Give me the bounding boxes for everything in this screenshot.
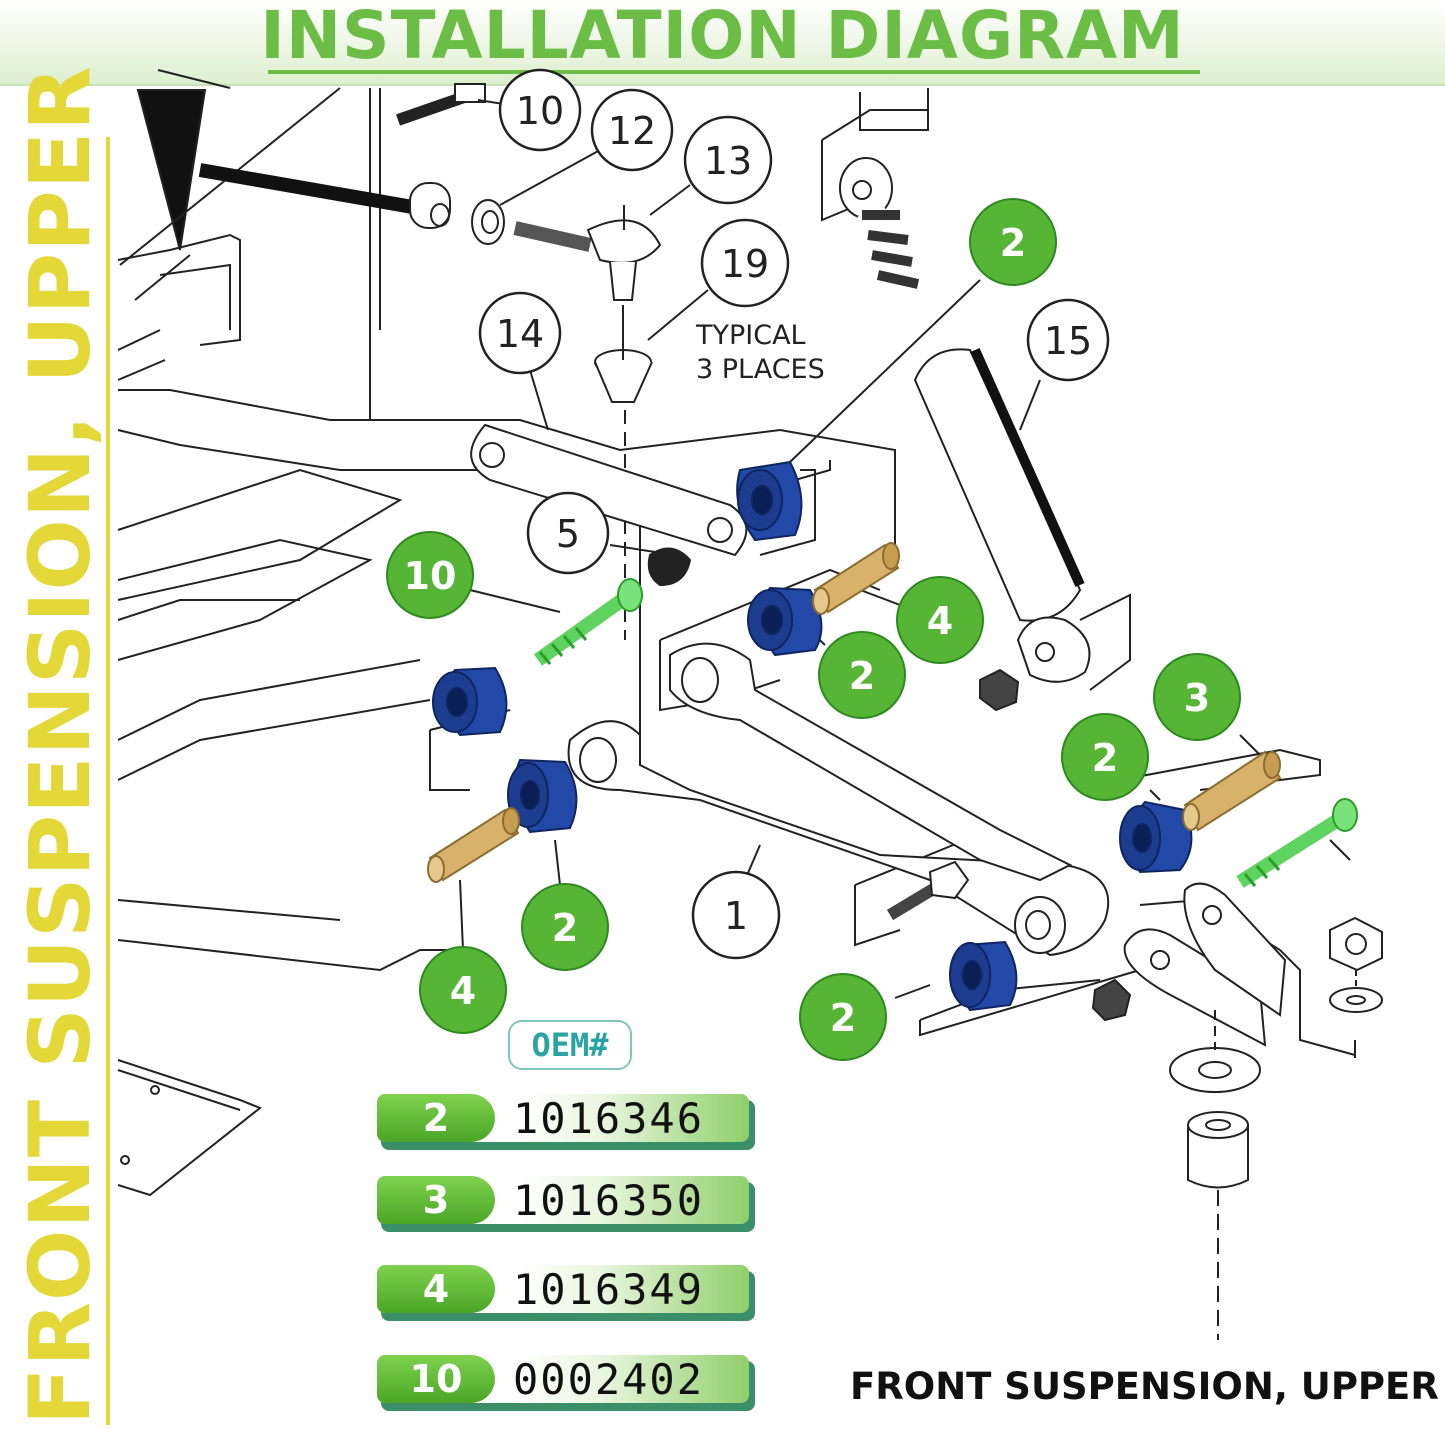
- green-callout-4-a-label: 4: [927, 599, 953, 643]
- callout-10-label: 10: [516, 89, 564, 133]
- green-callout-2-a: [969, 198, 1057, 286]
- page-title: INSTALLATION DIAGRAM: [260, 0, 1185, 74]
- sleeve-right: [1182, 750, 1282, 832]
- green-callout-10: [386, 531, 474, 619]
- bushing-top: [736, 460, 803, 542]
- sleeve-left: [427, 807, 520, 883]
- part-callouts: [386, 198, 1241, 1061]
- green-callout-3-label: 3: [1184, 676, 1210, 720]
- tie-rod-assembly: [198, 83, 662, 640]
- callout-1: [691, 870, 781, 960]
- side-title-rule: [106, 137, 110, 1425]
- oem-row-code: 1016349: [513, 1265, 705, 1314]
- title-underline: [268, 70, 1200, 74]
- header-banner: INSTALLATION DIAGRAM: [0, 0, 1445, 86]
- callout-1-label: 1: [724, 894, 748, 938]
- bushing-left-upper: [432, 666, 508, 737]
- bolt-left: [533, 578, 643, 666]
- green-callout-2-e-label: 2: [830, 996, 856, 1040]
- oem-row-number: 4: [377, 1265, 495, 1313]
- bolt-right: [1236, 798, 1358, 888]
- callout-12-label: 12: [608, 109, 656, 153]
- callout-14: [478, 291, 562, 375]
- oem-row: 4 1016349: [377, 1265, 755, 1321]
- sleeve-top: [812, 542, 900, 615]
- callout-12: [590, 88, 674, 172]
- green-callout-2-a-label: 2: [1000, 221, 1026, 265]
- bushing-right-lower: [949, 940, 1018, 1012]
- bushing-parts: [432, 460, 1193, 1012]
- oem-row-number: 2: [377, 1094, 495, 1142]
- green-callout-2-e: [799, 973, 887, 1061]
- green-callout-4-b-label: 4: [450, 969, 476, 1013]
- diagram-caption: FRONT SUSPENSION, UPPER: [850, 1365, 1439, 1408]
- green-callout-2-d-label: 2: [552, 906, 578, 950]
- green-callout-2-b-label: 2: [849, 654, 875, 698]
- bushing-mid: [747, 586, 823, 657]
- green-callout-2-d: [521, 883, 609, 971]
- shock-absorber: [839, 157, 1091, 712]
- oem-row-number: 3: [377, 1176, 495, 1224]
- link-plate: [470, 423, 748, 587]
- bolt-parts: [533, 578, 1358, 888]
- mount-bracket: [1091, 882, 1383, 1340]
- oem-row-code: 1016346: [513, 1094, 705, 1143]
- green-callout-2-b: [818, 631, 906, 719]
- callout-14-label: 14: [496, 312, 544, 356]
- oem-row-number: 10: [377, 1355, 495, 1403]
- callout-5-label: 5: [556, 512, 580, 556]
- oem-label: OEM#: [508, 1020, 632, 1070]
- note-line-2: 3 PLACES: [696, 354, 825, 385]
- oem-row-code: 0002402: [513, 1355, 705, 1404]
- green-callout-4-a: [896, 576, 984, 664]
- note-line-1: TYPICAL: [695, 320, 806, 351]
- green-callout-10-label: 10: [404, 554, 457, 598]
- callout-15-label: 15: [1044, 319, 1092, 363]
- callout-19: [700, 218, 790, 308]
- bushing-right-upper: [1119, 800, 1193, 874]
- callout-13: [683, 115, 773, 205]
- green-callout-3: [1153, 653, 1241, 741]
- control-arm: [567, 642, 1110, 957]
- callout-13-label: 13: [704, 139, 752, 183]
- callout-15: [1026, 298, 1110, 382]
- oem-row: 10 0002402: [377, 1355, 755, 1411]
- green-callout-2-c-label: 2: [1092, 736, 1118, 780]
- sleeve-parts: [427, 542, 1282, 883]
- callout-5: [526, 491, 610, 575]
- oem-row-code: 1016350: [513, 1176, 705, 1225]
- callout-10: [498, 68, 582, 152]
- bushing-left-lower: [507, 758, 578, 834]
- oem-row: 3 1016350: [377, 1176, 755, 1232]
- green-callout-4-b: [419, 946, 507, 1034]
- green-callout-2-c: [1061, 713, 1149, 801]
- reference-callouts: [478, 68, 1110, 960]
- callout-19-label: 19: [721, 242, 769, 286]
- oem-row: 2 1016346: [377, 1094, 755, 1150]
